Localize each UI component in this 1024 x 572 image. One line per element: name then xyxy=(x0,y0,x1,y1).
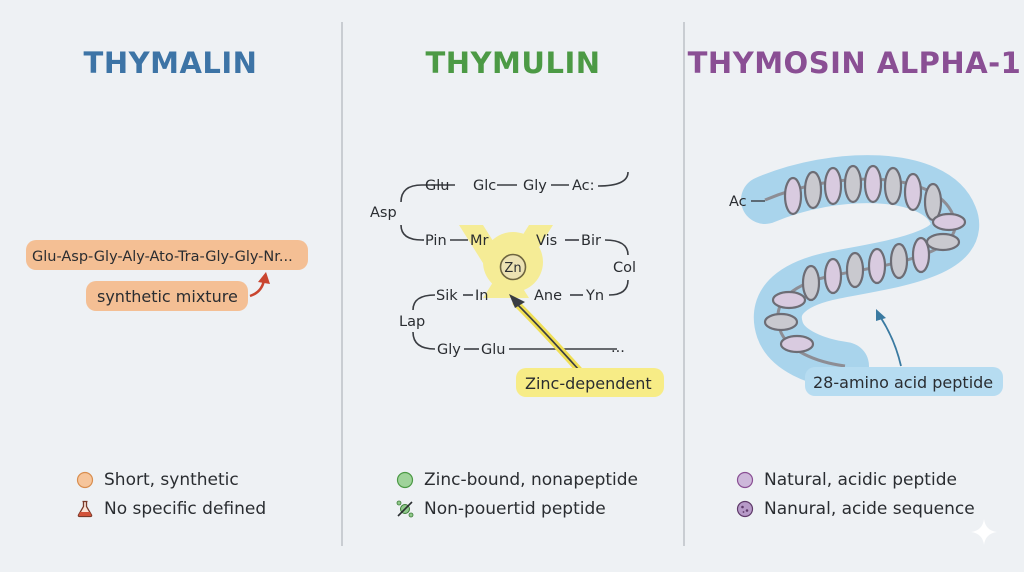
legend-text: Nanural, acide sequence xyxy=(764,499,975,519)
residue-gly-top: Gly xyxy=(523,178,547,194)
divider-left xyxy=(341,22,343,546)
zinc-callout-box xyxy=(516,368,664,397)
legend-text: Non-pouertid peptide xyxy=(424,499,606,519)
panel-thymosin: THYMOSIN ALPHA-1 Ac xyxy=(685,0,1024,572)
residue-in: In xyxy=(475,288,488,304)
residue-asp: Asp xyxy=(370,205,397,221)
molecule-crossed-icon xyxy=(396,500,414,518)
residue-yn: Yn xyxy=(585,288,604,304)
thymalin-callout: synthetic mixture xyxy=(97,287,238,306)
zn-label: Zn xyxy=(504,261,521,276)
residue-lap: Lap xyxy=(399,314,425,330)
thymosin-callout: 28-amino acid peptide xyxy=(813,373,993,392)
thymulin-diagram: Zn Glu Glc Gly Ac: Asp Pin Mr Vis Bir Co… xyxy=(370,171,664,397)
residue-ane: Ane xyxy=(534,288,562,304)
legend-text: Natural, acidic peptide xyxy=(764,470,957,490)
residue-col: Col xyxy=(613,260,636,276)
thymosin-legend-1: Natural, acidic peptide xyxy=(736,470,957,490)
helix-coils xyxy=(763,164,967,354)
flask-icon xyxy=(77,500,93,518)
residue-sik: Sik xyxy=(436,288,458,304)
orange-circle-icon xyxy=(76,471,94,489)
green-circle-icon xyxy=(396,471,414,489)
thymalin-title: THYMALIN xyxy=(83,46,258,80)
panel-thymulin: THYMULIN xyxy=(343,0,683,572)
thymalin-diagram: Glu-Asp-Gly-Aly-Ato-Tra-Gly-Gly-Nr... sy… xyxy=(26,240,308,311)
thymalin-legend-2: No specific defined xyxy=(76,499,266,519)
residue-ellipsis: ... xyxy=(611,340,625,356)
thymulin-legend-1: Zinc-bound, nonapeptide xyxy=(396,470,638,490)
thymulin-title: THYMULIN xyxy=(425,46,601,80)
legend-text: Zinc-bound, nonapeptide xyxy=(424,470,639,490)
residue-glu-top: Glu xyxy=(425,178,449,194)
helix-arrow xyxy=(880,317,902,367)
sequence-highlight xyxy=(26,240,308,270)
thymosin-legend-2: Nanural, acide sequence xyxy=(736,499,975,519)
zinc-arrow-line xyxy=(515,302,580,371)
thymulin-callout: Zinc-dependent xyxy=(525,374,652,393)
thymulin-legend-2: Non-pouertid peptide xyxy=(396,499,606,519)
zinc-arrow-head xyxy=(509,294,525,308)
thymalin-sequence: Glu-Asp-Gly-Aly-Ato-Tra-Gly-Gly-Nr... xyxy=(32,249,293,265)
thymosin-title: THYMOSIN ALPHA-1 xyxy=(687,46,1022,80)
residue-vis: Vis xyxy=(536,233,557,249)
legend-text: Short, synthetic xyxy=(104,470,239,490)
legend-text: No specific defined xyxy=(104,499,267,519)
thymalin-legend-1: Short, synthetic xyxy=(76,470,239,490)
purple-circle-icon xyxy=(736,471,754,489)
panel-thymalin: THYMALIN Glu-Asp-Gly-Aly-Ato-Tra-Gly-Gly… xyxy=(0,0,341,572)
sparkle-icon xyxy=(971,519,997,545)
residue-pin: Pin xyxy=(425,233,447,249)
residue-glc: Glc xyxy=(473,178,496,194)
backbone-lines xyxy=(400,171,629,350)
purple-blob-icon xyxy=(736,500,754,518)
helix-n-term: Ac xyxy=(729,194,747,210)
helix-arrow-head xyxy=(876,309,886,321)
residue-labels: Glu Glc Gly Ac: Asp Pin Mr Vis Bir Col S… xyxy=(370,178,636,358)
residue-bir: Bir xyxy=(581,233,601,249)
helix-callout-box xyxy=(805,367,1003,396)
residue-ac: Ac: xyxy=(572,178,595,194)
residue-mr: Mr xyxy=(470,233,489,249)
divider-right xyxy=(683,22,685,546)
residue-glu-bottom: Glu xyxy=(481,342,505,358)
callout-highlight xyxy=(86,281,248,311)
callout-arrow-head xyxy=(258,272,270,284)
thymosin-diagram: Ac 28-amino acid peptide xyxy=(729,155,1003,396)
zinc-atom xyxy=(499,253,527,281)
residue-gly-bottom: Gly xyxy=(437,342,461,358)
